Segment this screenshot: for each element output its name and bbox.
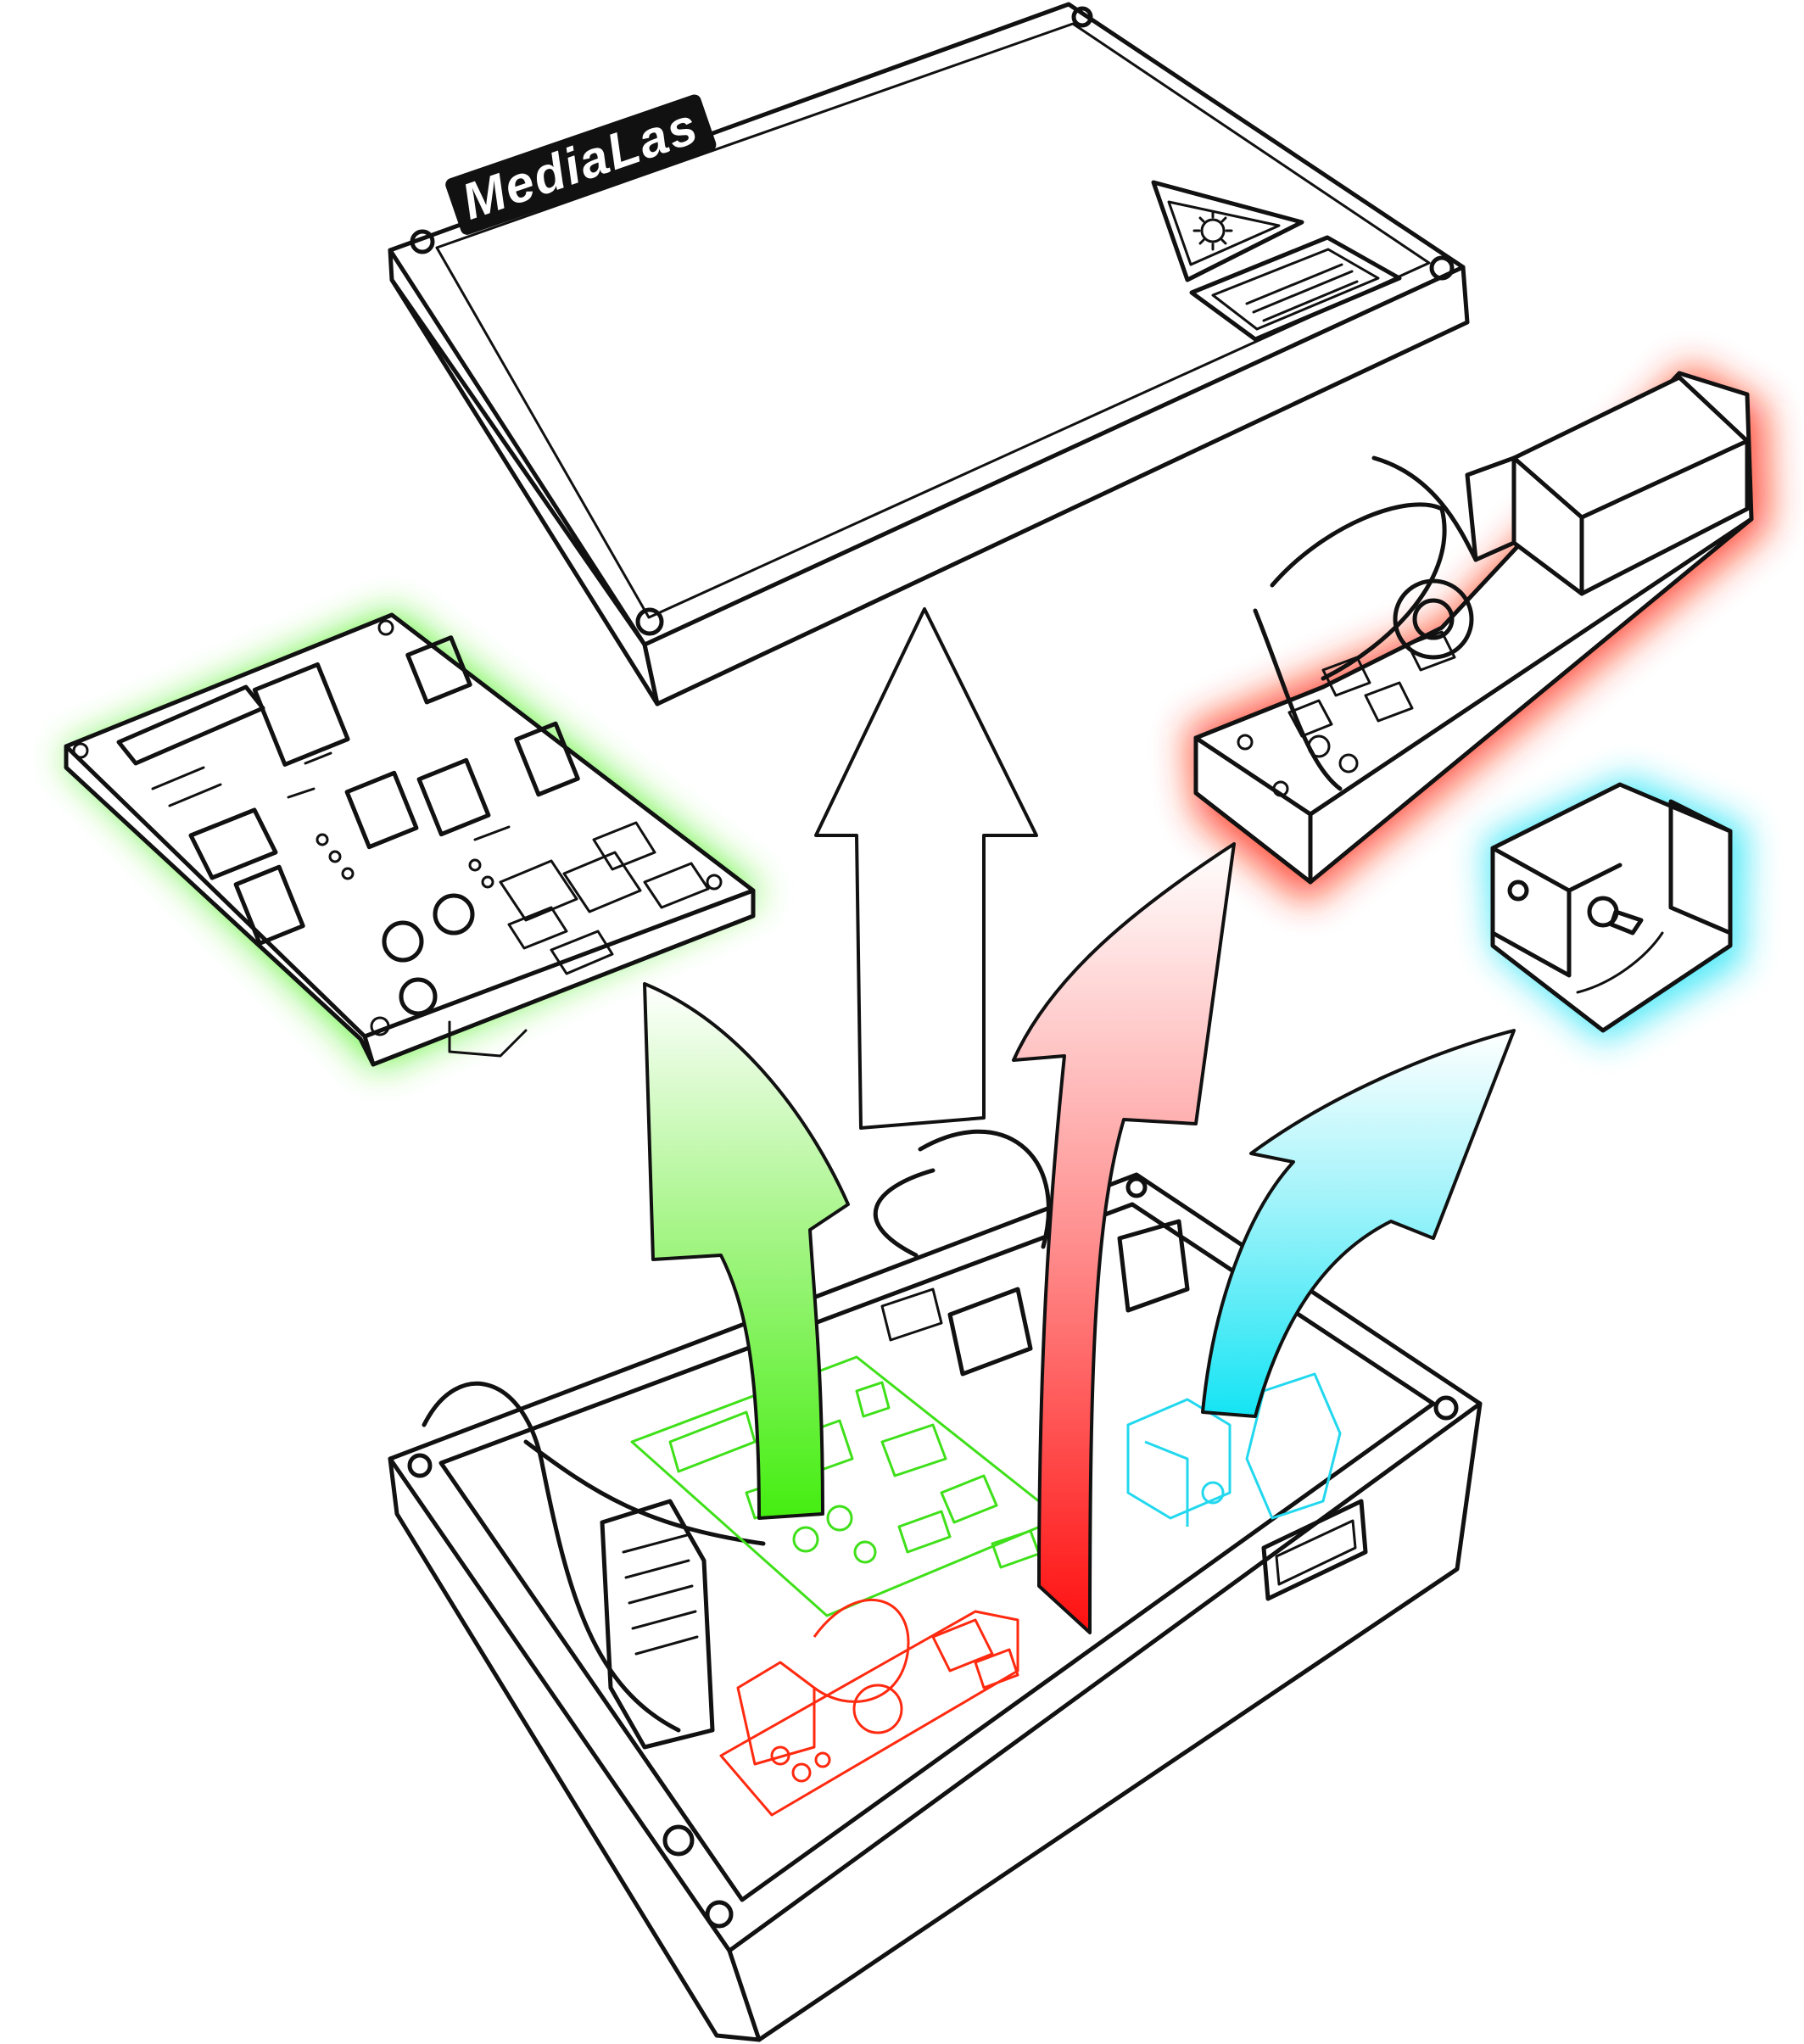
laser-warning-icon (1151, 180, 1304, 282)
housing-lid: MediaLas (388, 2, 1470, 706)
arrow-driver-board (643, 982, 850, 1520)
screw-hole (1429, 255, 1455, 281)
optics-mount (1484, 776, 1747, 1043)
arrow-laser-module (1012, 842, 1236, 1634)
rating-label-plate (1189, 235, 1402, 342)
arrow-lid (814, 607, 1038, 1130)
driver-board (61, 611, 763, 1069)
screw-hole (635, 607, 664, 636)
screw-hole (1071, 6, 1093, 28)
laser-module (1187, 365, 1768, 903)
arrow-optics-mount (1201, 1029, 1516, 1418)
screw-hole (410, 229, 435, 254)
